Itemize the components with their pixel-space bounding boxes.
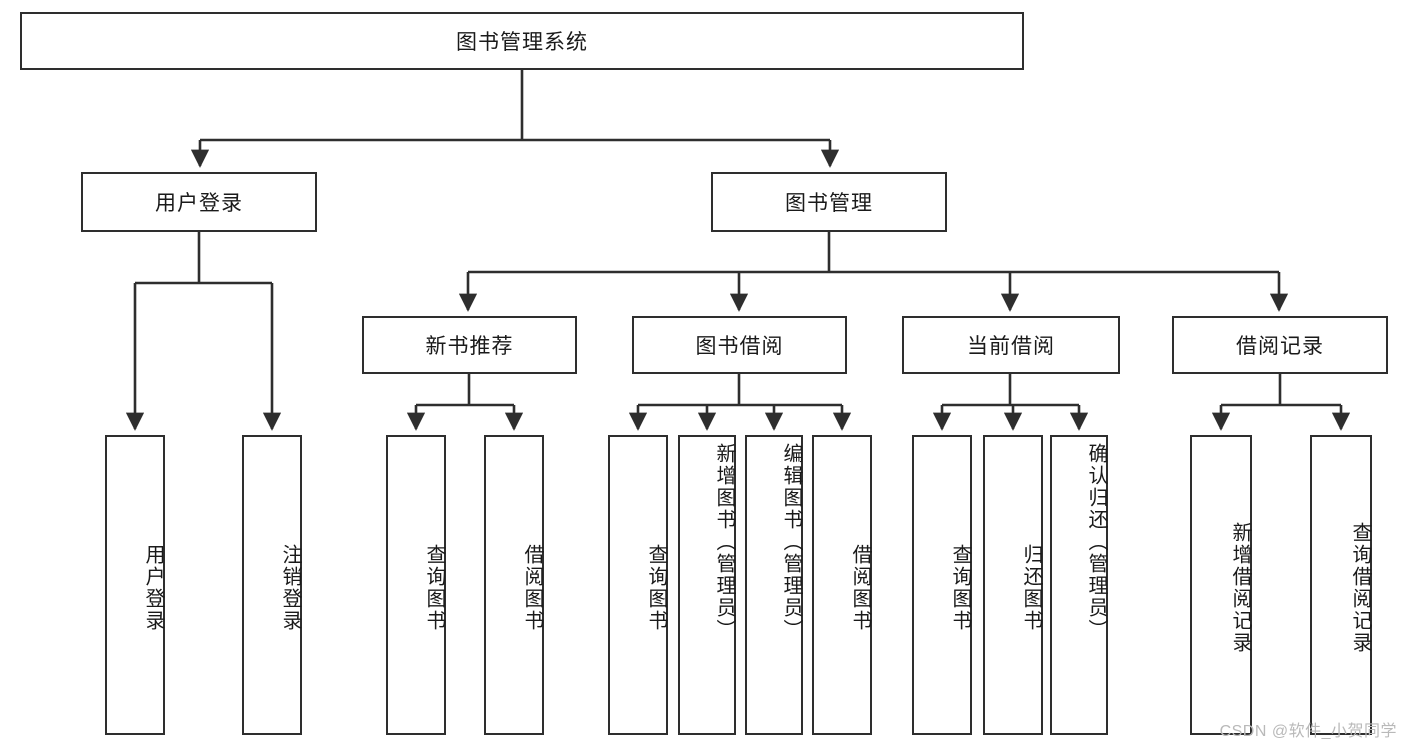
node-current-borrow[interactable]: 当前借阅 [902, 316, 1120, 374]
node-user-login[interactable]: 用户登录 [81, 172, 317, 232]
node-leaf-borrow-book-rec[interactable]: 借阅图书 [484, 435, 544, 735]
node-leaf-return-book[interactable]: 归还图书 [983, 435, 1043, 735]
node-label: 借阅图书 [521, 544, 543, 632]
node-label: 查询图书 [423, 544, 445, 632]
node-label: 确认归还（管理员） [1085, 443, 1107, 641]
node-leaf-query-book-borrow[interactable]: 查询图书 [608, 435, 668, 735]
node-label: 新增图书（管理员） [713, 443, 735, 641]
node-leaf-edit-book-admin[interactable]: 编辑图书（管理员） [745, 435, 803, 735]
node-root-system[interactable]: 图书管理系统 [20, 12, 1024, 70]
node-label: 用户登录 [142, 544, 164, 632]
node-label: 注销登录 [279, 544, 301, 632]
node-book-borrow[interactable]: 图书借阅 [632, 316, 847, 374]
node-label: 查询图书 [645, 544, 667, 632]
node-book-manage[interactable]: 图书管理 [711, 172, 947, 232]
node-leaf-user-logout[interactable]: 注销登录 [242, 435, 302, 735]
node-leaf-query-book-current[interactable]: 查询图书 [912, 435, 972, 735]
node-label: 新增借阅记录 [1229, 522, 1251, 654]
node-leaf-add-book-admin[interactable]: 新增图书（管理员） [678, 435, 736, 735]
node-label: 归还图书 [1020, 544, 1042, 632]
node-label: 查询图书 [949, 544, 971, 632]
node-leaf-borrow-book[interactable]: 借阅图书 [812, 435, 872, 735]
node-new-book-recommend[interactable]: 新书推荐 [362, 316, 577, 374]
csdn-watermark: CSDN @软件_小贺同学 [1219, 723, 1397, 740]
node-leaf-confirm-return-admin[interactable]: 确认归还（管理员） [1050, 435, 1108, 735]
node-label: 编辑图书（管理员） [780, 443, 802, 641]
node-leaf-add-borrow-record[interactable]: 新增借阅记录 [1190, 435, 1252, 735]
node-leaf-query-borrow-record[interactable]: 查询借阅记录 [1310, 435, 1372, 735]
node-leaf-user-login[interactable]: 用户登录 [105, 435, 165, 735]
node-label: 查询借阅记录 [1349, 522, 1371, 654]
node-leaf-query-book-rec[interactable]: 查询图书 [386, 435, 446, 735]
node-label: 借阅图书 [849, 544, 871, 632]
node-borrow-record[interactable]: 借阅记录 [1172, 316, 1388, 374]
